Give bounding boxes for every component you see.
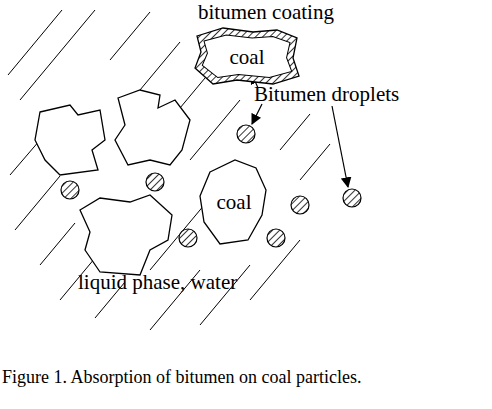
particle-label: coal	[230, 47, 265, 68]
coal-particle	[35, 105, 105, 175]
particle-label: coal	[217, 192, 252, 213]
coal-core	[202, 35, 291, 78]
coal-particle: coal	[200, 160, 268, 245]
bitumen-droplet	[179, 229, 197, 247]
bitumen-coating	[195, 28, 299, 84]
bitumen-droplet	[291, 196, 309, 214]
annotation-label: Bitumen droplets	[254, 84, 399, 105]
annotation-label: bitumen coating	[198, 2, 334, 23]
bitumen-droplet	[343, 189, 361, 207]
coal-particle	[115, 90, 190, 165]
bitumen-droplet	[146, 173, 164, 191]
bitumen-droplet	[237, 125, 255, 143]
leader-arrow	[252, 104, 262, 124]
coal-core	[200, 160, 266, 244]
figure-caption: Figure 1. Absorption of bitumen on coal …	[2, 368, 361, 388]
liquid-hatching	[8, 10, 330, 330]
coal-particles	[35, 90, 190, 275]
coal-particle	[80, 195, 172, 275]
annotation-label: liquid phase, water	[78, 272, 237, 293]
leader-arrow	[332, 106, 348, 187]
coal-particle: coal	[193, 28, 301, 86]
bitumen-droplet	[267, 229, 285, 247]
bitumen-droplet	[61, 181, 79, 199]
